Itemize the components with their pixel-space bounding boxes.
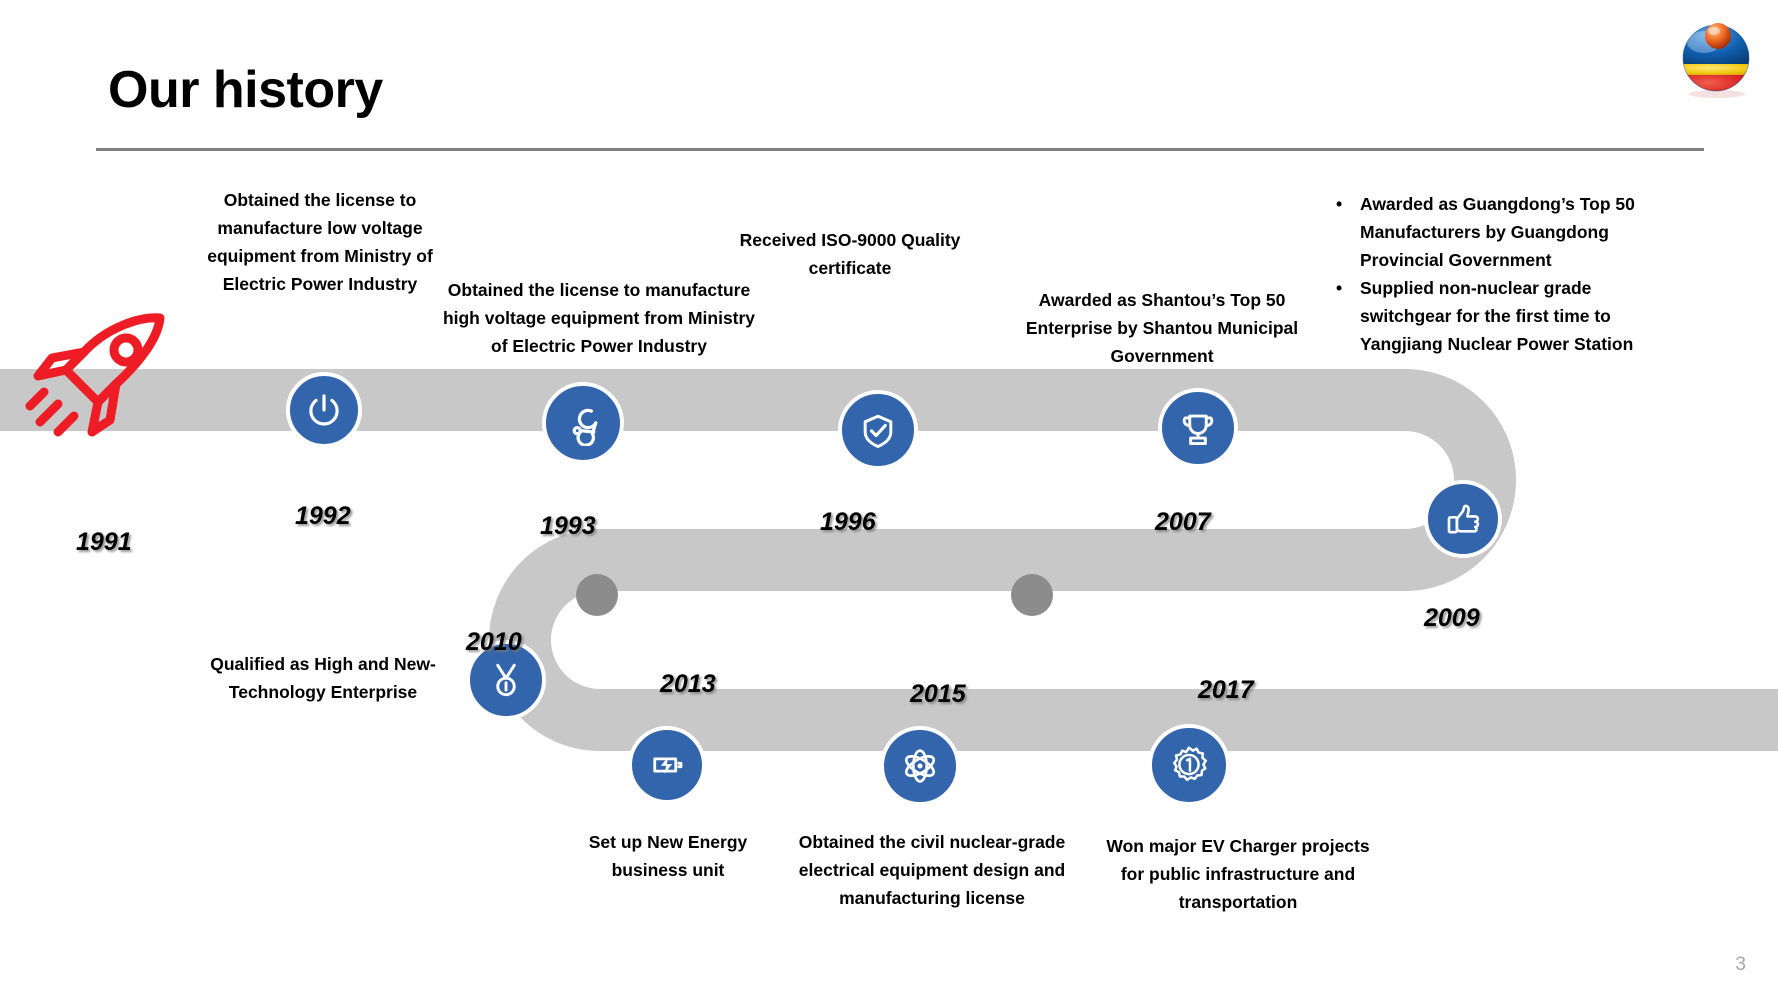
wrench-icon — [560, 400, 606, 446]
bullet-text: Awarded as Guangdong’s Top 50 Manufactur… — [1360, 194, 1635, 270]
milestone-node-2010[interactable] — [466, 640, 546, 720]
milestone-description-1993: Obtained the license to manufacture high… — [442, 280, 756, 356]
year-label-2015: 2015 — [910, 680, 966, 708]
page-number: 3 — [1735, 954, 1746, 975]
year-label-2017: 2017 — [1198, 676, 1254, 704]
title-divider — [96, 148, 1704, 151]
medal-icon — [484, 658, 528, 702]
shield-check-icon — [856, 408, 900, 452]
bullet-point: • — [1336, 278, 1343, 298]
year-label-1993: 1993 — [540, 512, 596, 540]
list-item: • Awarded as Guangdong’s Top 50 Manufact… — [1336, 190, 1666, 274]
award-seal-icon — [1166, 742, 1212, 788]
year-label-2007: 2007 — [1155, 508, 1211, 536]
trophy-icon — [1176, 406, 1220, 450]
year-label-1996: 1996 — [820, 508, 876, 536]
power-icon — [303, 389, 345, 431]
thumbs-up-icon — [1442, 498, 1484, 540]
milestone-description-1996: Received ISO-9000 Quality certificate — [739, 230, 961, 278]
bullet-point: • — [1336, 194, 1343, 214]
milestone-node-1996[interactable] — [838, 390, 918, 470]
milestone-node-1992[interactable] — [286, 372, 362, 448]
milestone-description-2010: Qualified as High and New-Technology Ent… — [210, 654, 436, 702]
year-label-2010: 2010 — [466, 628, 522, 656]
year-label-2013: 2013 — [660, 670, 716, 698]
milestone-description-2013: Set up New Energy business unit — [588, 832, 748, 880]
atom-icon — [897, 743, 943, 789]
milestone-node-2007[interactable] — [1158, 388, 1238, 468]
milestone-description-2015: Obtained the civil nuclear-grade electri… — [798, 832, 1066, 908]
milestone-description-2017: Won major EV Charger projects for public… — [1106, 836, 1370, 912]
milestone-node-2013[interactable] — [628, 726, 706, 804]
milestone-description-2009: • Awarded as Guangdong’s Top 50 Manufact… — [1336, 190, 1666, 358]
battery-charging-icon — [646, 744, 688, 786]
page-title: Our history — [108, 61, 383, 119]
milestone-node-2015[interactable] — [880, 726, 960, 806]
bullet-text: Supplied non-nuclear grade switchgear fo… — [1360, 278, 1634, 354]
milestone-node-2017[interactable] — [1148, 724, 1230, 806]
company-sphere-logo — [1668, 8, 1760, 100]
milestone-node-2009[interactable] — [1424, 480, 1502, 558]
list-item: • Supplied non-nuclear grade switchgear … — [1336, 274, 1666, 358]
milestone-node-1993[interactable] — [542, 382, 624, 464]
milestone-description-2007: Awarded as Shantou’s Top 50 Enterprise b… — [1025, 290, 1299, 366]
year-label-1991: 1991 — [76, 528, 132, 556]
milestone-description-1992: Obtained the license to manufacture low … — [207, 190, 433, 294]
rocket-icon — [22, 300, 182, 440]
year-label-2009: 2009 — [1424, 604, 1480, 632]
year-label-1992: 1992 — [295, 502, 351, 530]
